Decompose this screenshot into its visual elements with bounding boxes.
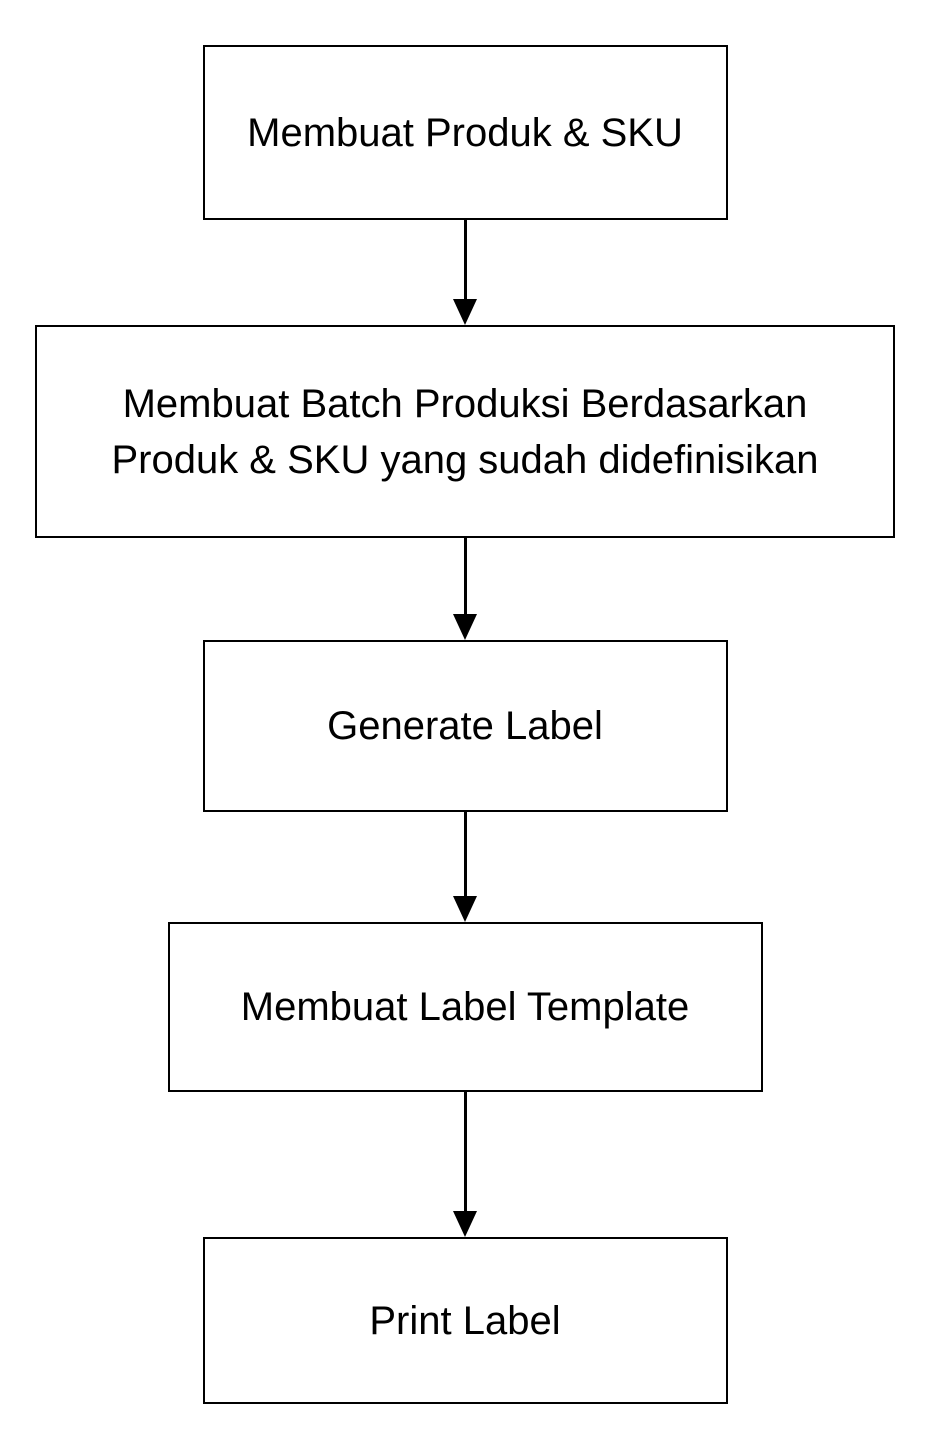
node-label: Print Label [369, 1298, 561, 1343]
arrow-down-connector [453, 538, 477, 640]
arrow-head-icon [453, 1211, 477, 1237]
node-label: Generate Label [327, 704, 603, 748]
node-label: Membuat Produk & SKU [247, 110, 683, 155]
flow-node-membuat-batch-produksi: Membuat Batch Produksi Berdasarkan Produ… [35, 325, 895, 538]
arrow-head-icon [453, 614, 477, 640]
flow-node-print-label: Print Label [202, 1237, 728, 1404]
arrow-line [463, 220, 467, 299]
arrow-down-connector [453, 812, 477, 922]
flow-node-membuat-produk-sku: Membuat Produk & SKU [202, 45, 728, 220]
node-label: Membuat Batch Produksi Berdasarkan Produ… [111, 381, 819, 482]
flow-node-generate-label: Generate Label [202, 640, 728, 812]
arrow-down-connector [453, 1092, 477, 1237]
arrow-head-icon [453, 299, 477, 325]
arrow-head-icon [453, 896, 477, 922]
arrow-line [463, 538, 467, 614]
flow-node-membuat-label-template: Membuat Label Template [167, 922, 763, 1092]
arrow-line [463, 812, 467, 896]
node-label: Membuat Label Template [240, 985, 690, 1029]
arrow-down-connector [453, 220, 477, 325]
arrow-line [463, 1092, 467, 1211]
